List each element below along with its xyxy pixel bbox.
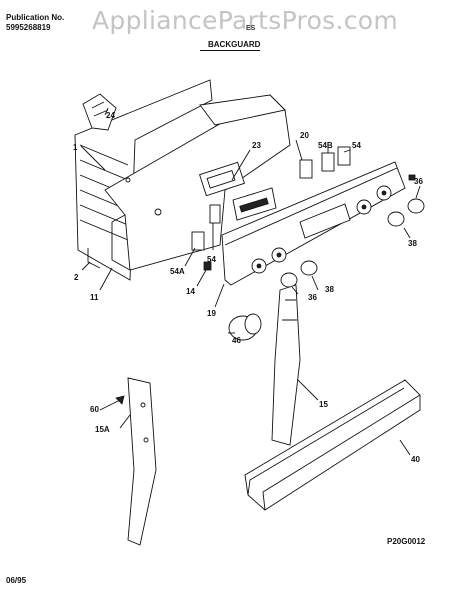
screw-60 <box>99 395 125 411</box>
end-cap-15a <box>127 377 157 546</box>
end-cap-15 <box>271 284 301 446</box>
callout-40: 40 <box>411 455 420 464</box>
callout-54b: 54B <box>318 141 333 150</box>
callout-15: 15 <box>319 400 328 409</box>
leader-lines <box>80 107 421 456</box>
callout-23: 23 <box>252 141 261 150</box>
callout-20: 20 <box>300 131 309 140</box>
display-board <box>232 187 277 221</box>
callout-38-top: 38 <box>408 239 417 248</box>
watermark: AppliancePartsPros.com <box>92 6 399 35</box>
callout-24: 24 <box>106 111 115 120</box>
publication-date: 06/95 <box>6 576 27 585</box>
callout-1: 1 <box>73 143 78 152</box>
clip-24 <box>82 93 117 131</box>
backguard-housing <box>104 94 291 271</box>
model-number: ES <box>246 25 256 32</box>
publication-number: 5995268819 <box>6 23 51 32</box>
callout-60: 60 <box>90 405 99 414</box>
rear-panel <box>74 79 213 281</box>
diagram-code: P20G0012 <box>387 537 426 546</box>
callout-2: 2 <box>74 273 79 282</box>
callout-19: 19 <box>207 309 216 318</box>
callout-11: 11 <box>90 293 99 302</box>
control-panel <box>221 161 416 286</box>
callout-46: 46 <box>232 336 241 345</box>
callout-36-top: 36 <box>414 177 423 186</box>
callout-54a: 54A <box>170 267 185 276</box>
callout-15a: 15A <box>95 425 110 434</box>
trim-40 <box>244 379 421 511</box>
callout-54: 54 <box>352 141 361 150</box>
publication-label: Publication No. <box>6 13 65 22</box>
section-title: BACKGUARD <box>208 40 261 49</box>
callout-14: 14 <box>186 287 195 296</box>
clock-knob-46 <box>228 313 262 341</box>
switches <box>191 146 351 271</box>
title-rule <box>200 50 260 51</box>
callout-38-lower: 38 <box>325 285 334 294</box>
callout-36-lower: 36 <box>308 293 317 302</box>
callout-54-lower: 54 <box>207 255 216 264</box>
